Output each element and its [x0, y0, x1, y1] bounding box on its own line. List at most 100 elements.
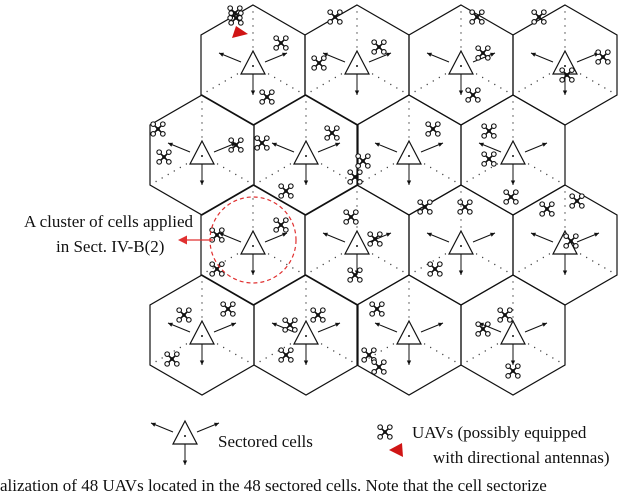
arrowhead-icon [406, 180, 412, 185]
sector-boundary-dot [420, 87, 422, 89]
sector-boundary-dot [396, 87, 398, 89]
sector-triangle [293, 139, 319, 165]
sector-boundary-dot [252, 191, 254, 193]
sector-boundary-dot [564, 191, 566, 193]
sector-boundary-dot [305, 309, 307, 311]
sector-boundary-dot [271, 173, 273, 176]
arrowhead-icon [490, 52, 495, 57]
hex-cell-r3c3 [460, 274, 566, 396]
sector-boundary-dot [512, 129, 514, 131]
sector-boundary-dot [222, 166, 225, 169]
sector-boundary-dot [426, 83, 428, 86]
sector-boundary-dot [432, 260, 434, 262]
sector-boundary-dot [368, 177, 370, 179]
uav-icon [150, 121, 166, 137]
uav-icon [475, 45, 491, 61]
uav-icon [228, 137, 244, 153]
sector-boundary-dot [328, 80, 330, 82]
base-stations-layer [167, 49, 600, 365]
sector-boundary-dot [442, 353, 444, 356]
sector-boundary-dot [408, 316, 410, 318]
sector-boundary-dot [402, 90, 404, 93]
sector-boundary-dot [235, 173, 237, 176]
sector-triangle [344, 229, 370, 255]
sector-boundary-dot [414, 90, 416, 93]
sector-boundary-dot [533, 346, 536, 349]
sector-boundary-dot [494, 263, 496, 266]
sector-boundary-dot [392, 163, 395, 165]
sector-boundary-dot [481, 76, 484, 79]
uav-icon [569, 193, 585, 209]
sector-boundary-dot [472, 177, 474, 179]
sector-boundary-dot [283, 346, 286, 349]
triangle-center-mark [184, 435, 186, 437]
sector-boundary-dot [201, 295, 203, 297]
sector-boundary-dot [265, 177, 267, 179]
sector-boundary-dot [546, 353, 548, 356]
base-station-r3c1 [271, 319, 341, 365]
sector-boundary-dot [444, 253, 447, 255]
sector-boundary-dot [564, 46, 566, 48]
base-station-r2c1 [322, 229, 392, 275]
sector-boundary-dot [216, 343, 219, 345]
sector-boundary-dot [579, 73, 582, 75]
sector-boundary-dot [558, 180, 560, 183]
uav-icon [469, 9, 485, 25]
sector-boundary-dot [316, 267, 318, 269]
sector-boundary-dot [185, 163, 188, 165]
sector-triangle [189, 319, 215, 345]
sector-boundary-dot [322, 83, 324, 86]
sector-boundary-dot [408, 309, 410, 311]
uav-icon [427, 261, 443, 277]
sector-boundary-dot [356, 226, 358, 228]
sector-triangle [344, 49, 370, 75]
arrowhead-icon [531, 232, 536, 237]
sector-boundary-dot [429, 346, 432, 349]
sector-boundary-dot [558, 360, 560, 363]
sector-boundary-dot [610, 270, 612, 273]
sector-boundary-dot [229, 350, 231, 352]
uav-icon [311, 55, 327, 71]
arrowhead-icon [231, 322, 236, 327]
sector-boundary-dot [472, 357, 474, 359]
sector-boundary-dot [408, 136, 410, 138]
uav-icon [531, 9, 547, 25]
sector-boundary-dot [466, 180, 468, 183]
cluster-overlay-layer [178, 196, 297, 284]
arrowhead-icon [219, 52, 224, 57]
uav-icon [209, 227, 225, 243]
arrowhead-icon [250, 90, 256, 95]
sector-boundary-dot [328, 260, 330, 262]
uav-icon [176, 307, 192, 323]
sector-boundary-dot [179, 166, 182, 169]
arrowhead-icon [335, 142, 340, 147]
sector-boundary-dot [377, 256, 380, 259]
sector-boundary-dot [201, 302, 203, 304]
sector-boundary-dot [224, 80, 226, 82]
sector-boundary-dot [316, 87, 318, 89]
arrowhead-icon [542, 322, 547, 327]
arrowhead-icon [182, 460, 188, 465]
uav-icon [259, 89, 275, 105]
sector-triangle [448, 49, 474, 75]
sector-boundary-dot [356, 198, 358, 200]
sector-boundary-dot [500, 267, 502, 269]
sector-boundary-dot [604, 87, 606, 89]
sector-boundary-dot [564, 212, 566, 214]
sector-boundary-dot [241, 357, 243, 359]
base-station-r0c0 [218, 49, 288, 95]
sector-boundary-dot [267, 253, 270, 255]
sector-boundary-dot [333, 350, 335, 352]
arrowhead-icon [375, 322, 380, 327]
sector-boundary-dot [408, 122, 410, 124]
sector-triangle [396, 319, 422, 345]
uav-icon [327, 9, 343, 25]
legend-uav-icon [377, 424, 393, 440]
sector-boundary-dot [460, 32, 462, 34]
sector-boundary-dot [564, 39, 566, 41]
sector-boundary-dot [564, 226, 566, 228]
sector-boundary-dot [292, 87, 294, 89]
arrowhead-icon [151, 422, 156, 427]
legend-directional-antenna-icon [389, 443, 403, 457]
uav-icon [503, 189, 519, 205]
